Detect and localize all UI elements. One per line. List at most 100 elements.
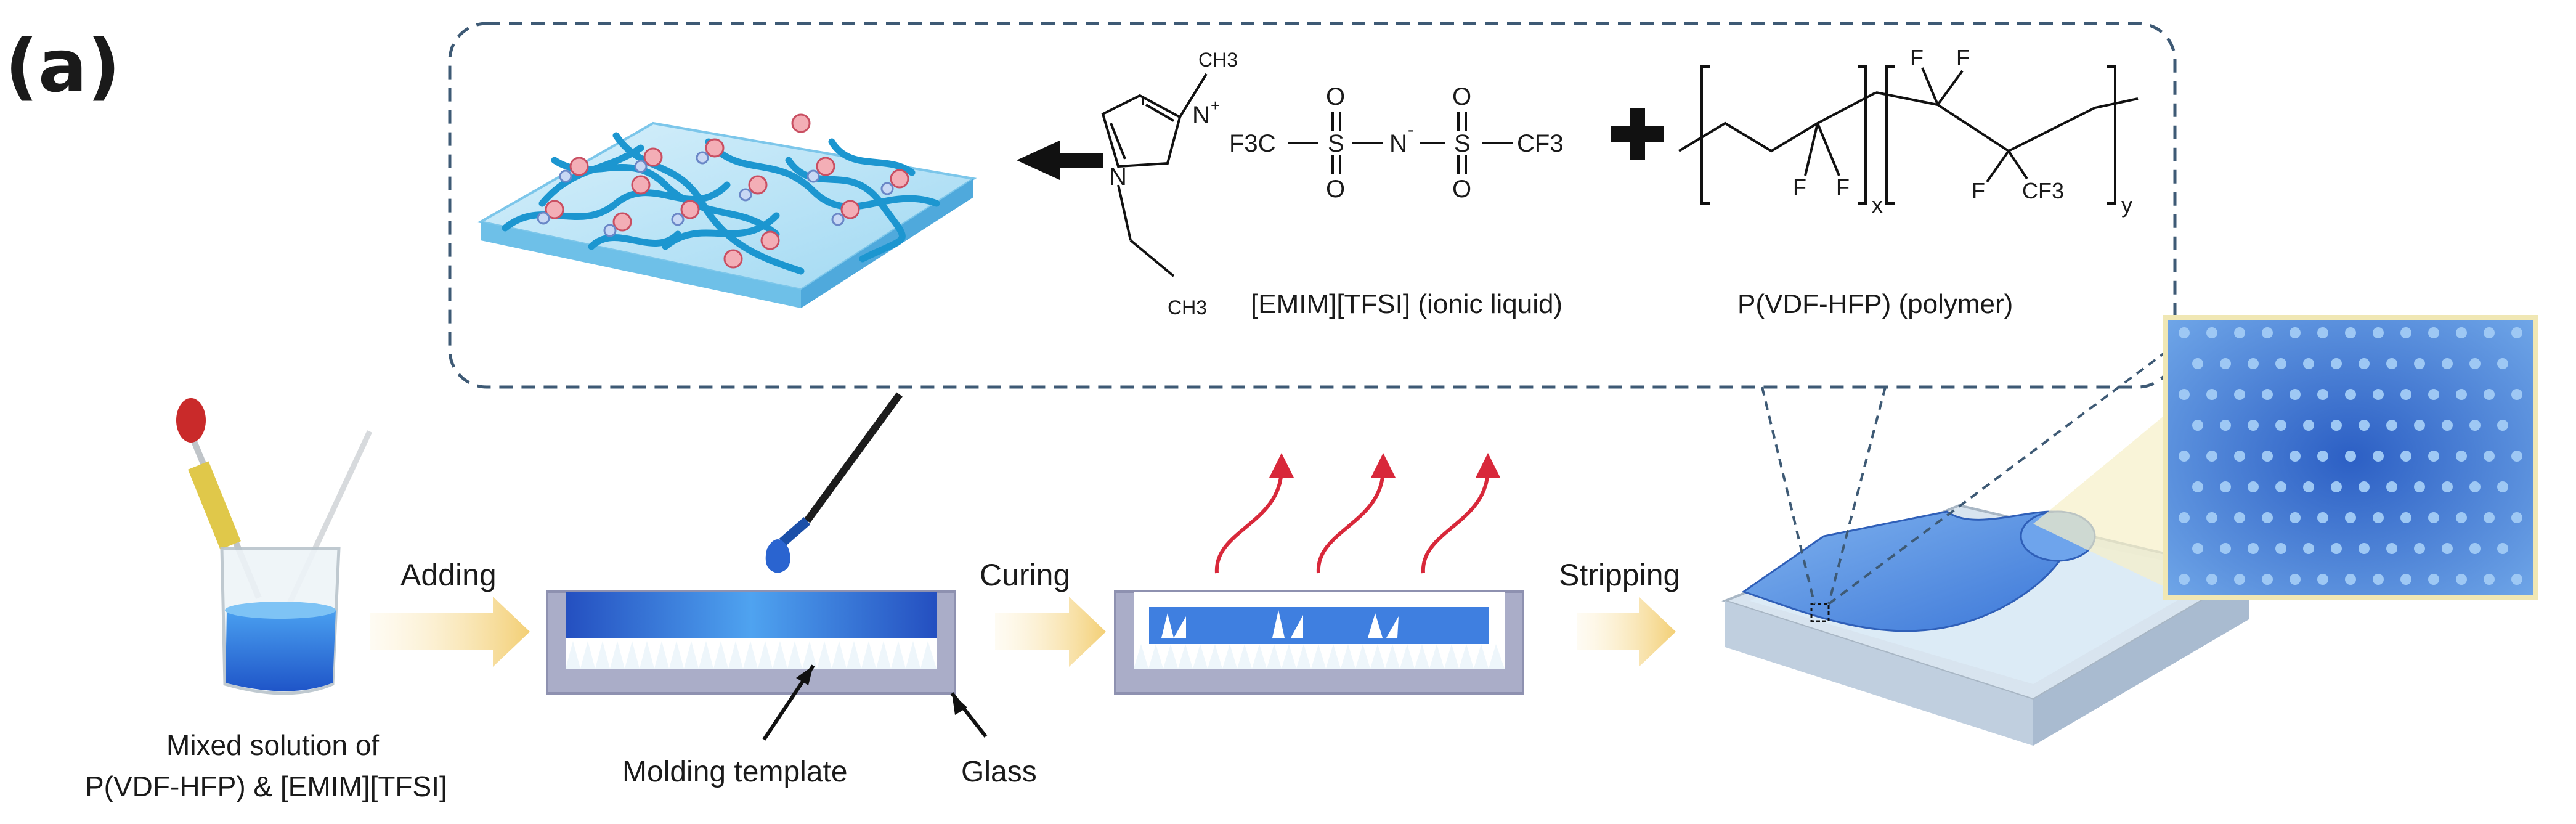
surface-bump: [2497, 481, 2508, 492]
emim-cation-structure: [1101, 73, 1208, 277]
surface-bump: [2262, 574, 2273, 585]
surface-bump: [2359, 358, 2370, 369]
surface-bump: [2317, 451, 2328, 462]
tfsi-o-top-right-label: O: [1452, 83, 1471, 110]
surface-bump: [2400, 389, 2411, 400]
tfsi-cf3-left-label: F3C: [1229, 130, 1276, 157]
surface-bump: [2386, 543, 2397, 554]
surface-bump: [2442, 481, 2453, 492]
surface-bump: [2511, 512, 2522, 523]
surface-bump: [2317, 389, 2328, 400]
surface-bump: [2234, 389, 2245, 400]
surface-bump: [2400, 512, 2411, 523]
surface-bump: [2206, 451, 2217, 462]
surface-bump: [2290, 451, 2301, 462]
surface-bump: [2331, 543, 2342, 554]
surface-bump: [2469, 358, 2481, 369]
surface-bump: [2179, 574, 2190, 585]
surface-bump: [2469, 481, 2481, 492]
surface-bump: [2317, 327, 2328, 338]
surface-bump: [2428, 451, 2439, 462]
beaker-mixed-solution: [176, 398, 373, 695]
surface-bump: [2192, 543, 2203, 554]
mixed-solution-caption-line2: P(VDF-HFP) & [EMIM][TFSI]: [85, 770, 447, 802]
ionic-liquid-caption: [EMIM][TFSI] (ionic liquid): [1251, 289, 1562, 319]
ion-gel-film-illustration: [477, 113, 977, 308]
surface-bump: [2359, 481, 2370, 492]
surface-bump: [2400, 451, 2411, 462]
surface-bump: [2345, 327, 2356, 338]
glass-arrowhead: [952, 693, 967, 715]
tfsi-o-bottom-left-label: O: [1326, 176, 1345, 203]
surface-bump: [2386, 420, 2397, 431]
pvdf-hfp-polymer-structure: [1678, 65, 2139, 205]
surface-bump: [2428, 512, 2439, 523]
molding-template-container: [546, 392, 956, 695]
surface-bump: [2442, 543, 2453, 554]
mixed-solution-caption-line1: Mixed solution of: [166, 729, 379, 761]
surface-bump: [2234, 574, 2245, 585]
curing-container: [1114, 590, 1524, 695]
surface-bump: [2386, 481, 2397, 492]
surface-bump: [2456, 451, 2467, 462]
process-arrow-stripping: [1577, 597, 1676, 667]
surface-bump: [2317, 574, 2328, 585]
surface-bump: [2303, 420, 2314, 431]
surface-bump: [2206, 389, 2217, 400]
surface-bump: [2428, 327, 2439, 338]
surface-bump: [2262, 389, 2273, 400]
surface-bump: [2220, 358, 2231, 369]
surface-bump: [2345, 512, 2356, 523]
surface-bump: [2248, 420, 2259, 431]
polymer-f-label-2: F: [1836, 174, 1850, 200]
surface-bump: [2469, 420, 2481, 431]
surface-bump: [2262, 512, 2273, 523]
surface-bump: [2290, 389, 2301, 400]
tfsi-charge-minus: -: [1408, 120, 1413, 139]
emim-charge-plus: +: [1211, 96, 1220, 115]
surface-bump: [2511, 389, 2522, 400]
step-adding-label: Adding: [400, 558, 497, 592]
process-arrow-curing: [995, 597, 1106, 667]
surface-bump: [2442, 358, 2453, 369]
zoom-leader-line: [1827, 344, 2176, 605]
surface-bump: [2220, 481, 2231, 492]
surface-bump: [2373, 451, 2384, 462]
surface-bump: [2400, 327, 2411, 338]
surface-bump: [2262, 451, 2273, 462]
surface-bump: [2484, 451, 2495, 462]
tfsi-o-bottom-right-label: O: [1452, 176, 1471, 203]
emim-n-plus-label: N: [1192, 102, 1210, 129]
surface-bump: [2497, 420, 2508, 431]
surface-bump: [2345, 451, 2356, 462]
tfsi-n-minus-label: N: [1389, 130, 1407, 157]
step-curing-label: Curing: [980, 558, 1070, 592]
surface-bump: [2511, 451, 2522, 462]
emim-methyl-label: CH3: [1198, 49, 1238, 71]
surface-bump: [2456, 389, 2467, 400]
surface-bump: [2234, 327, 2245, 338]
surface-bump: [2511, 574, 2522, 585]
emim-ethyl-label: CH3: [1168, 296, 1207, 319]
surface-bump: [2373, 389, 2384, 400]
surface-bump: [2414, 358, 2425, 369]
emim-n-label: N: [1109, 163, 1127, 190]
surface-bump: [2206, 512, 2217, 523]
surface-bump: [2248, 481, 2259, 492]
surface-bump: [2290, 512, 2301, 523]
surface-bump: [2192, 481, 2203, 492]
surface-bump: [2303, 358, 2314, 369]
surface-bump: [2275, 420, 2286, 431]
inset-leader-line-2: [1827, 386, 1887, 605]
surface-bump: [2373, 574, 2384, 585]
surface-bump: [2400, 574, 2411, 585]
surface-bump: [2359, 420, 2370, 431]
step-stripping-label: Stripping: [1559, 558, 1680, 592]
surface-bump: [2428, 389, 2439, 400]
polymer-cf3-label: CF3: [2022, 178, 2064, 203]
tfsi-s-right-label: S: [1454, 130, 1471, 157]
inset-leader-line-1: [1761, 386, 1816, 605]
surface-bump: [2179, 327, 2190, 338]
tfsi-o-top-left-label: O: [1326, 83, 1345, 110]
surface-bump: [2275, 481, 2286, 492]
